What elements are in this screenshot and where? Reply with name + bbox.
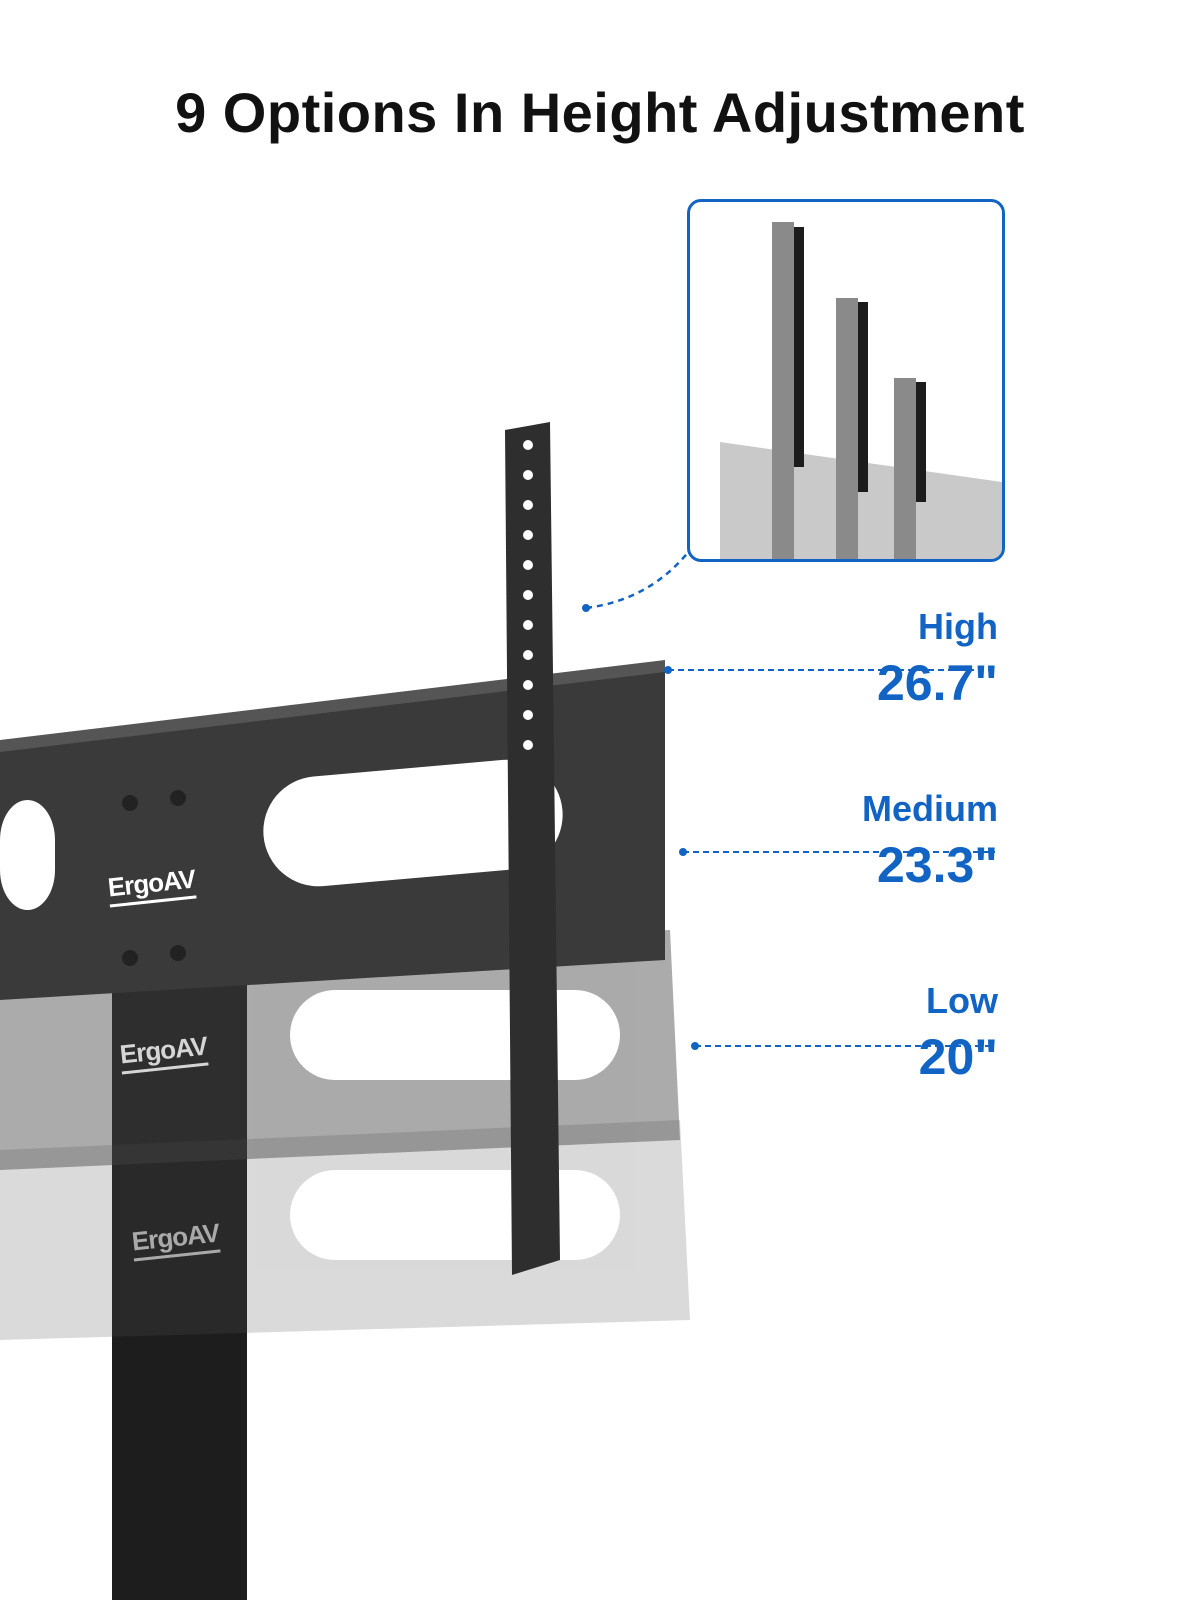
height-label: Medium [861, 788, 998, 829]
height-value: 23.3" [876, 837, 998, 893]
height-low: Low 20" [919, 980, 998, 1085]
height-high: High 26.7" [877, 606, 998, 711]
height-label: High [918, 606, 998, 647]
page-title: 9 Options In Height Adjustment [175, 81, 1025, 144]
height-value: 26.7" [876, 655, 998, 711]
detail-inset [687, 199, 1005, 562]
height-medium: Medium 23.3" [862, 788, 998, 893]
height-value: 20" [918, 1029, 998, 1085]
height-label: Low [926, 980, 998, 1021]
